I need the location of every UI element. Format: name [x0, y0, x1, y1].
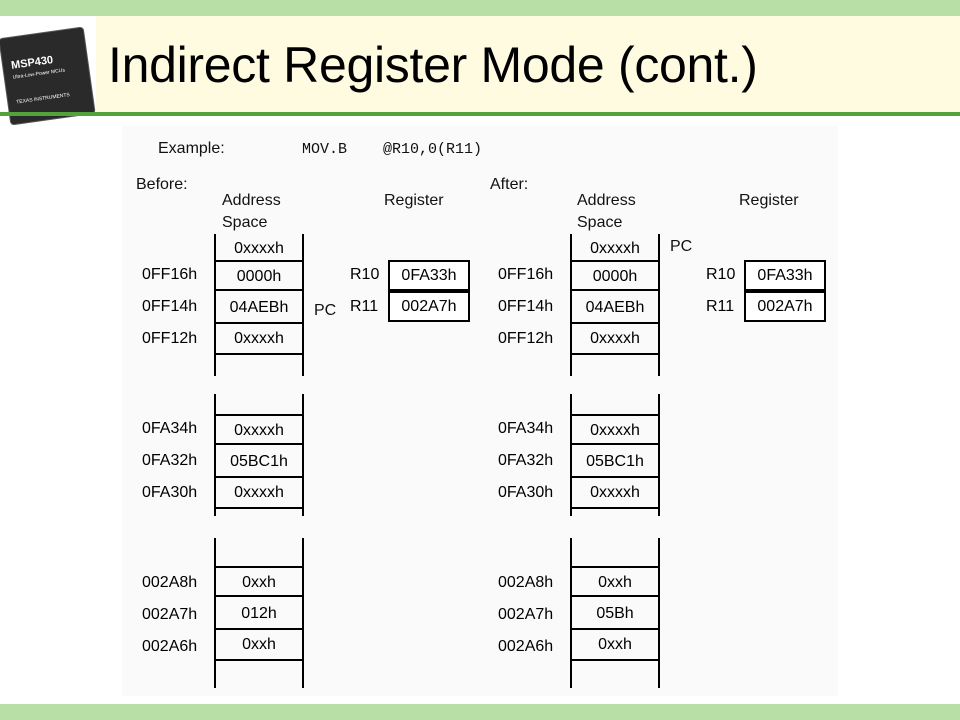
memory-cell: 04AEBh — [572, 293, 658, 324]
address-label: 0FF12h — [142, 330, 198, 347]
after-register-label: Register — [739, 192, 799, 209]
address-label: 0FF16h — [142, 266, 198, 283]
address-label: 0FF14h — [142, 298, 198, 315]
register-value: 002A7h — [388, 291, 470, 322]
memory-cell: 0xxxxh — [234, 240, 284, 257]
memory-diagram: Example: MOV.B @R10,0(R11) Before: Addre… — [122, 126, 838, 696]
address-label: 002A7h — [142, 606, 198, 623]
title-rule — [0, 112, 960, 116]
after-heading: After: — [490, 176, 529, 193]
memory-cell: 012h — [216, 599, 302, 630]
msp430-chip-icon: MSP430 Ultra-Low-Power MCUs TEXAS INSTRU… — [0, 26, 96, 126]
title-area: Indirect Register Mode (cont.) — [96, 16, 960, 114]
register-name: R10 — [706, 266, 736, 283]
address-label: 002A8h — [498, 574, 554, 591]
memory-cell: 0xxxxh — [572, 478, 658, 509]
after-address-label-1: Address — [577, 192, 636, 209]
memory-cell: 0xxxxh — [216, 478, 302, 509]
memory-cell: 05BC1h — [216, 447, 302, 478]
memory-cell: 0xxh — [216, 630, 302, 661]
register-name: R11 — [350, 298, 379, 315]
before-address-label-1: Address — [222, 192, 281, 209]
memory-cell: 0000h — [216, 260, 302, 291]
register-name: R10 — [350, 266, 380, 283]
memory-cell: 04AEBh — [216, 293, 302, 324]
register-name: R11 — [706, 298, 735, 315]
before-memory-block-2: 0xxxxh 05BC1h 0xxxxh — [214, 394, 304, 516]
before-memory-block-3: 0xxh 012h 0xxh — [214, 538, 304, 688]
before-pc-label: PC — [314, 302, 337, 319]
address-label: 0FA34h — [498, 420, 554, 437]
memory-cell: 0xxxxh — [216, 324, 302, 355]
bottom-accent-bar — [0, 704, 960, 720]
after-memory-block-2: 0xxxxh 05BC1h 0xxxxh — [570, 394, 660, 516]
address-label: 0FF14h — [498, 298, 554, 315]
address-label: 0FA30h — [142, 484, 198, 501]
address-label: 002A7h — [498, 606, 554, 623]
chip-logo: MSP430 Ultra-Low-Power MCUs TEXAS INSTRU… — [0, 16, 96, 126]
address-label: 0FA34h — [142, 420, 198, 437]
memory-cell: 0xxxxh — [590, 240, 640, 257]
example-instruction: MOV.B @R10,0(R11) — [302, 141, 483, 158]
register-value: 0FA33h — [388, 260, 470, 291]
slide-title: Indirect Register Mode (cont.) — [108, 37, 758, 93]
address-label: 002A6h — [142, 638, 198, 655]
register-value: 0FA33h — [744, 260, 826, 291]
example-label: Example: — [158, 140, 225, 157]
top-accent-bar — [0, 0, 960, 16]
address-label: 0FF16h — [498, 266, 554, 283]
address-label: 002A8h — [142, 574, 198, 591]
address-label: 002A6h — [498, 638, 554, 655]
after-address-label-2: Space — [577, 214, 623, 231]
memory-cell: 0xxxxh — [572, 324, 658, 355]
address-label: 0FA32h — [142, 452, 198, 469]
chip-brand: TEXAS INSTRUMENTS — [15, 92, 71, 106]
memory-cell: 0xxh — [572, 566, 658, 597]
before-memory-block-1: 0xxxxh 0000h 04AEBh 0xxxxh — [214, 234, 304, 376]
before-address-label-2: Space — [222, 214, 268, 231]
memory-cell: 0000h — [572, 260, 658, 291]
memory-cell: 0xxxxh — [216, 414, 302, 445]
register-value: 002A7h — [744, 291, 826, 322]
memory-cell: 05Bh — [572, 599, 658, 630]
memory-cell: 05BC1h — [572, 447, 658, 478]
after-pc-label: PC — [670, 238, 693, 255]
before-heading: Before: — [136, 176, 188, 193]
after-memory-block-1: 0xxxxh 0000h 04AEBh 0xxxxh — [570, 234, 660, 376]
memory-cell: 0xxh — [572, 630, 658, 661]
address-label: 0FA32h — [498, 452, 554, 469]
memory-cell: 0xxh — [216, 566, 302, 597]
address-label: 0FF12h — [498, 330, 554, 347]
memory-cell: 0xxxxh — [572, 414, 658, 445]
address-label: 0FA30h — [498, 484, 554, 501]
before-register-label: Register — [384, 192, 444, 209]
after-memory-block-3: 0xxh 05Bh 0xxh — [570, 538, 660, 688]
